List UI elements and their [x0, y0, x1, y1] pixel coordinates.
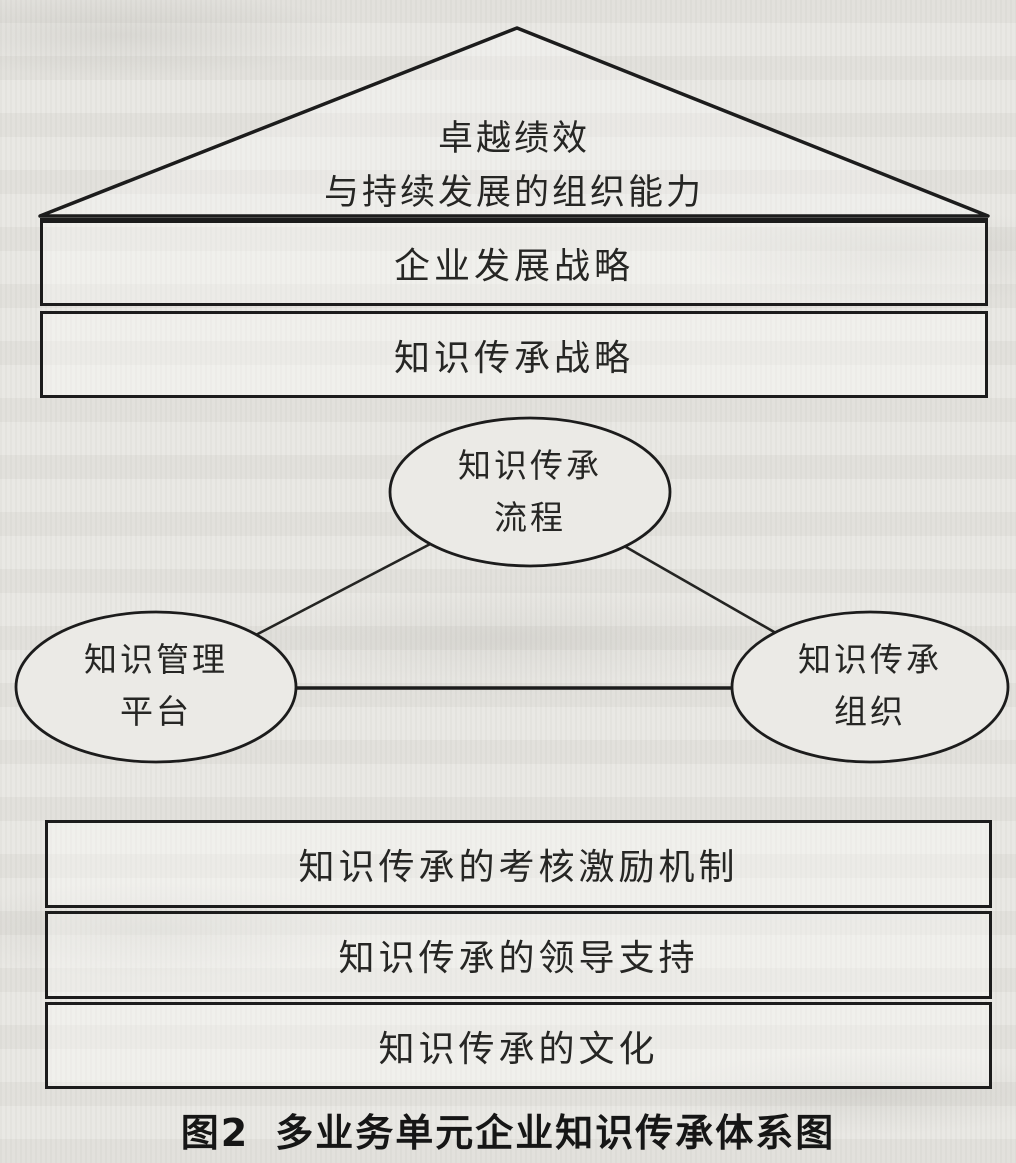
- layer-knowledge-strategy: 知识传承战略: [40, 311, 988, 398]
- label-knowledge-transfer-organization-line2: 组织: [834, 692, 906, 731]
- label-knowledge-transfer-organization-line1: 知识传承: [798, 640, 942, 679]
- ellipse-knowledge-transfer-organization: [730, 610, 1010, 764]
- layer-incentive-mechanism: 知识传承的考核激励机制: [45, 820, 992, 908]
- figure-caption: 图2 多业务单元企业知识传承体系图: [0, 1102, 1016, 1157]
- label-knowledge-transfer-process-line1: 知识传承: [458, 446, 602, 485]
- layer-enterprise-strategy-label: 企业发展战略: [393, 246, 634, 287]
- figure-caption-number: 图2: [180, 1111, 250, 1155]
- ellipse-knowledge-transfer-process: [388, 416, 672, 568]
- pyramid-apex-label: 卓越绩效 与持续发展的组织能力: [40, 112, 988, 220]
- layer-culture-label: 知识传承的文化: [378, 1028, 659, 1070]
- layer-knowledge-strategy-label: 知识传承战略: [393, 337, 634, 379]
- label-knowledge-management-platform-line1: 知识管理: [84, 640, 228, 679]
- ellipse-knowledge-management-platform: [14, 610, 298, 764]
- label-knowledge-management-platform: 知识管理 平台: [16, 634, 296, 738]
- figure-caption-title: 多业务单元企业知识传承体系图: [275, 1111, 836, 1155]
- layer-culture: 知识传承的文化: [45, 1002, 992, 1089]
- pyramid-roof-triangle: [38, 26, 990, 218]
- label-knowledge-transfer-process: 知识传承 流程: [390, 440, 670, 544]
- layer-incentive-mechanism-label: 知识传承的考核激励机制: [298, 847, 739, 888]
- label-knowledge-transfer-organization: 知识传承 组织: [732, 634, 1008, 738]
- layer-leadership-support: 知识传承的领导支持: [45, 911, 992, 999]
- pyramid-apex-label-line2: 与持续发展的组织能力: [323, 173, 704, 213]
- pyramid-apex-label-line1: 卓越绩效: [437, 119, 590, 159]
- label-knowledge-transfer-process-line2: 流程: [494, 498, 566, 537]
- label-knowledge-management-platform-line2: 平台: [120, 692, 192, 731]
- layer-leadership-support-label: 知识传承的领导支持: [338, 938, 699, 979]
- layer-enterprise-strategy: 企业发展战略: [40, 218, 988, 306]
